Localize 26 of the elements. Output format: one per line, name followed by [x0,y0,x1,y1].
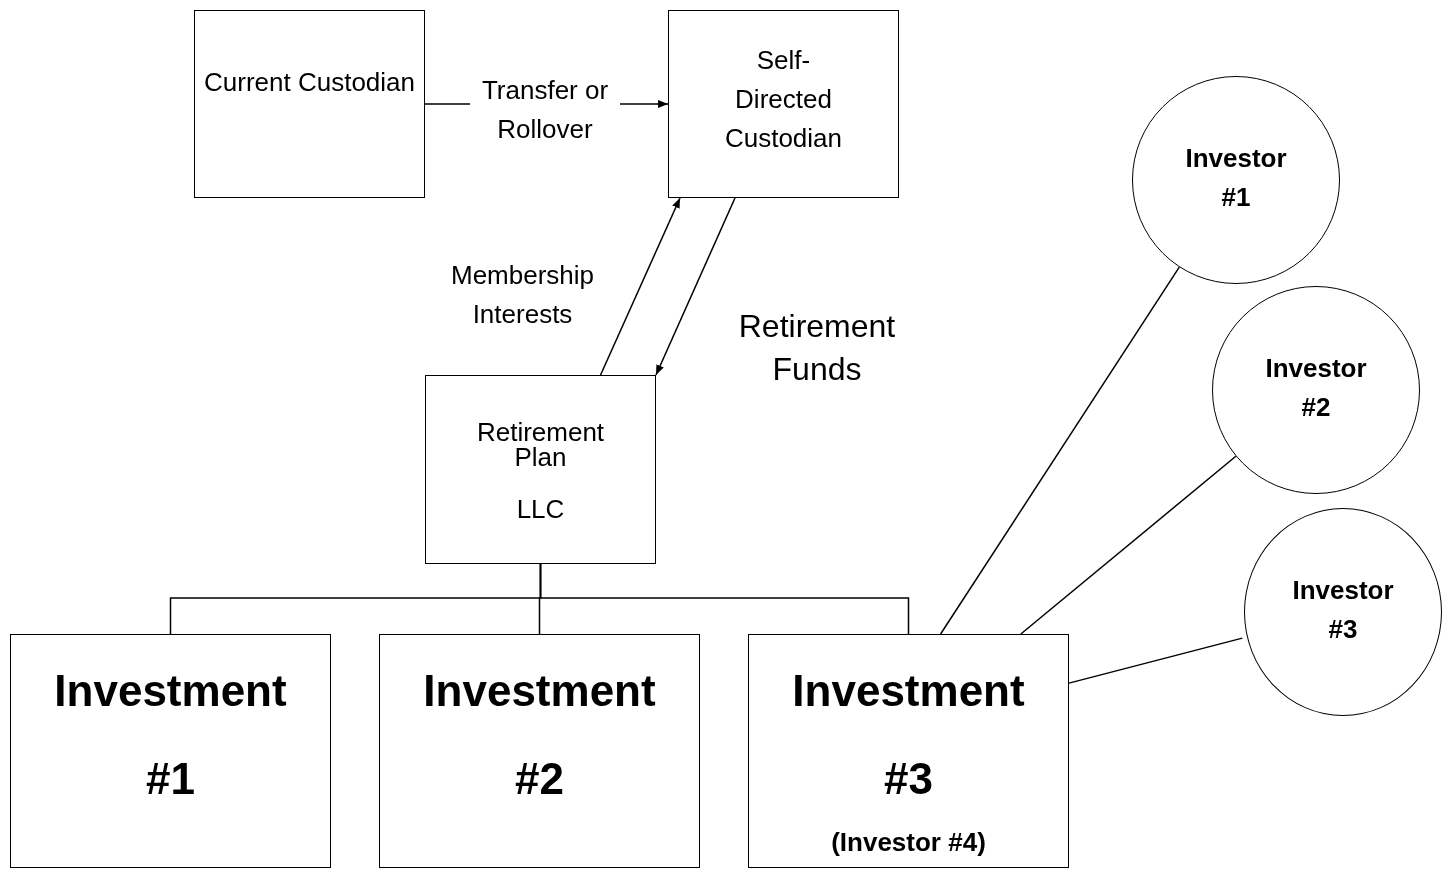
entity-box [425,375,656,564]
node-label: Investment [53,665,288,717]
node-label: Retirement Plan [475,420,606,470]
node-sublabel: (Investor #4) [830,827,987,859]
entity-box [668,10,899,198]
arrow [655,197,736,376]
entity-box [10,634,331,868]
node-label: Investment [791,665,1026,717]
arrow [599,197,681,376]
node-label: Investor #2 [1264,352,1368,424]
node-label: Current Custodian [203,66,416,99]
node-label: Investor #3 [1291,574,1395,646]
node-label: Investor #1 [1184,142,1288,214]
entity-box [379,634,700,868]
node-label: Investment [422,665,657,717]
node-sublabel: LLC [515,494,566,526]
node-sublabel: #2 [514,753,565,805]
connector-line [539,563,910,635]
connector-line [1068,637,1244,684]
entity-box [194,10,425,198]
connector-line [1020,455,1237,635]
node-sublabel: #1 [145,753,196,805]
connector-line [939,266,1181,635]
node-label: Self-Directed Custodian [723,44,844,155]
entity-box [748,634,1069,868]
node-sublabel: #3 [883,753,934,805]
